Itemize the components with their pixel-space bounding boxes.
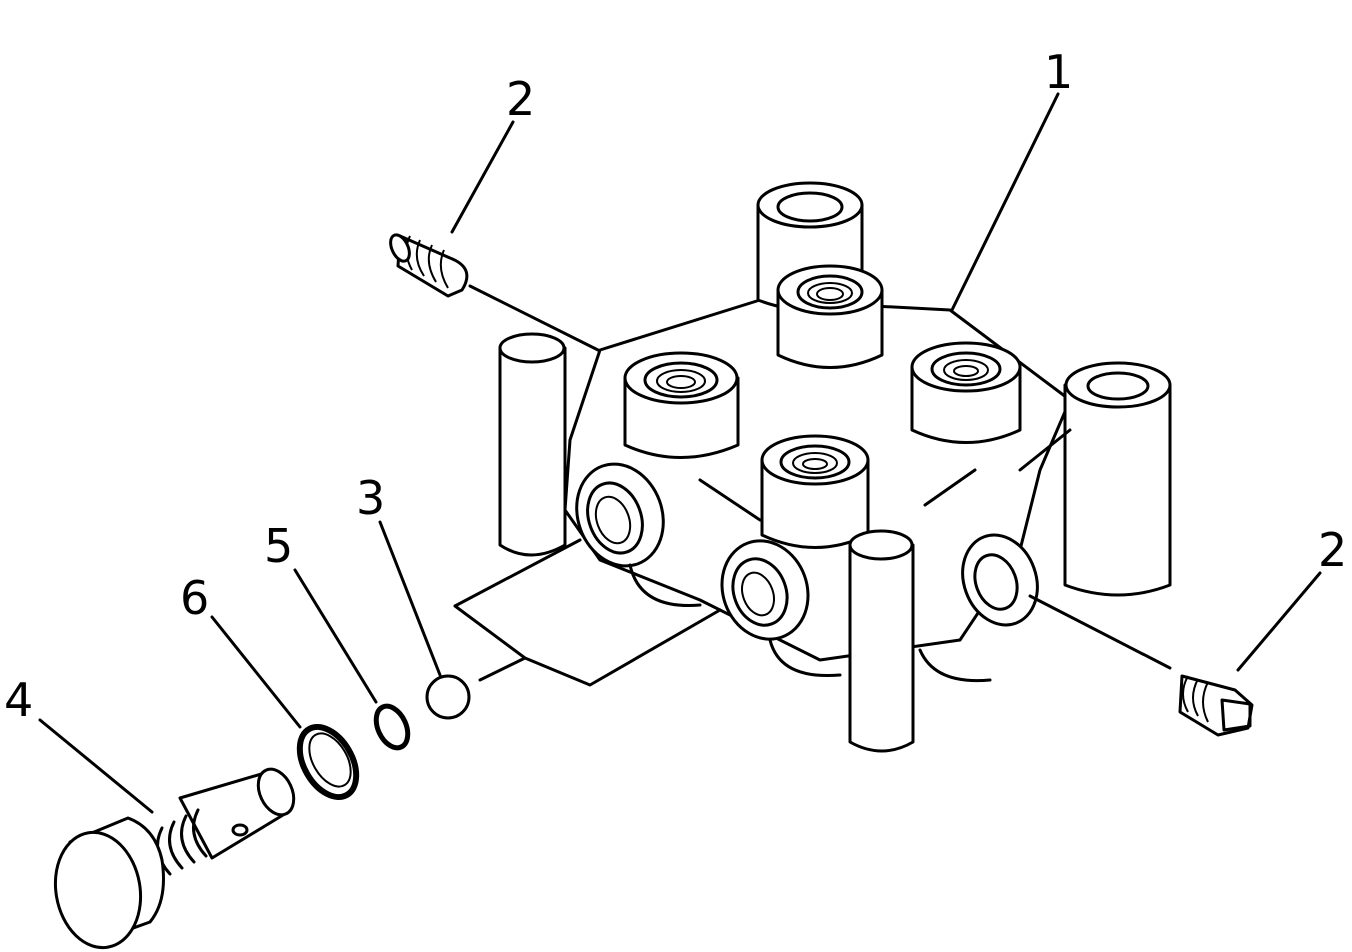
valve-body: [498, 181, 1172, 753]
assembly-path: [453, 538, 722, 687]
callout-1: 1: [1044, 45, 1073, 99]
leader-4: [38, 718, 154, 814]
callout-2-upper: 2: [506, 72, 535, 126]
plug-upper: [389, 233, 469, 298]
leader-5: [293, 568, 378, 704]
callout-4: 4: [4, 673, 33, 727]
leader-2-upper: [450, 120, 515, 234]
callout-3: 3: [356, 471, 385, 525]
relief-plug: [53, 767, 296, 950]
leader-2-right: [1236, 571, 1322, 672]
leader-2-upper-ext: [468, 284, 600, 352]
leader-lines: [38, 92, 1322, 814]
o-ring-small: [373, 703, 411, 751]
plug-right: [1178, 674, 1254, 737]
leader-1: [950, 92, 1060, 312]
callout-2-right: 2: [1318, 523, 1347, 577]
ball: [425, 674, 471, 720]
callout-6: 6: [180, 571, 209, 625]
o-ring-large: [296, 723, 360, 801]
callouts: 1 2 2 3 4 5 6: [4, 45, 1347, 727]
callout-5: 5: [264, 519, 293, 573]
leader-2-right-ext: [1028, 594, 1172, 670]
leader-3: [378, 520, 442, 677]
leader-6: [210, 615, 302, 729]
